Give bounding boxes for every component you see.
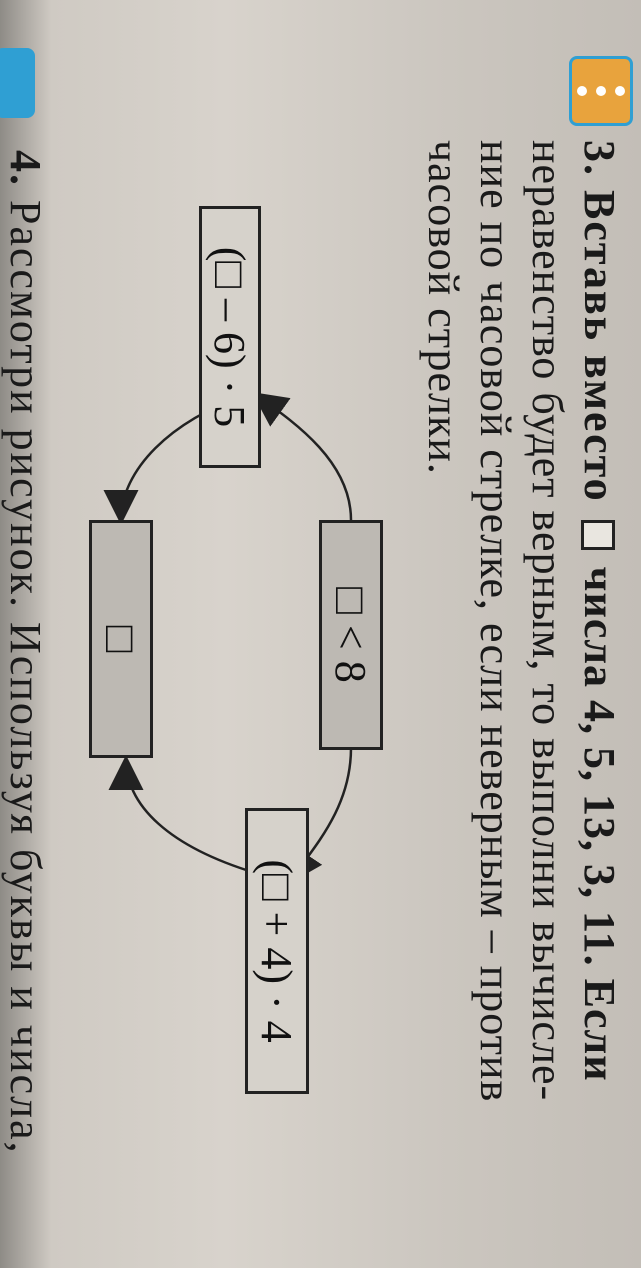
top-inequality-text: □ < 8: [326, 587, 376, 683]
task-4-number: 4.: [1, 150, 50, 187]
task-4-line: 4. Рассмотри рисунок. Используя буквы и …: [0, 150, 51, 1155]
left-expression-text: (□ – 6) · 5: [205, 246, 255, 428]
right-expression-box: (□ + 4) · 4: [245, 808, 309, 1094]
bottom-result-box: □: [89, 520, 153, 758]
arrow-right-to-bottom: [108, 755, 282, 882]
right-expression-text: (□ + 4) · 4: [252, 859, 302, 1043]
top-inequality-box: □ < 8: [319, 520, 383, 750]
task-4-text: Рассмотри рисунок. Используя буквы и чис…: [1, 200, 50, 1155]
left-expression-box: (□ – 6) · 5: [199, 206, 261, 468]
bottom-result-text: □: [96, 625, 146, 653]
arrow-top-to-left: [251, 392, 353, 521]
